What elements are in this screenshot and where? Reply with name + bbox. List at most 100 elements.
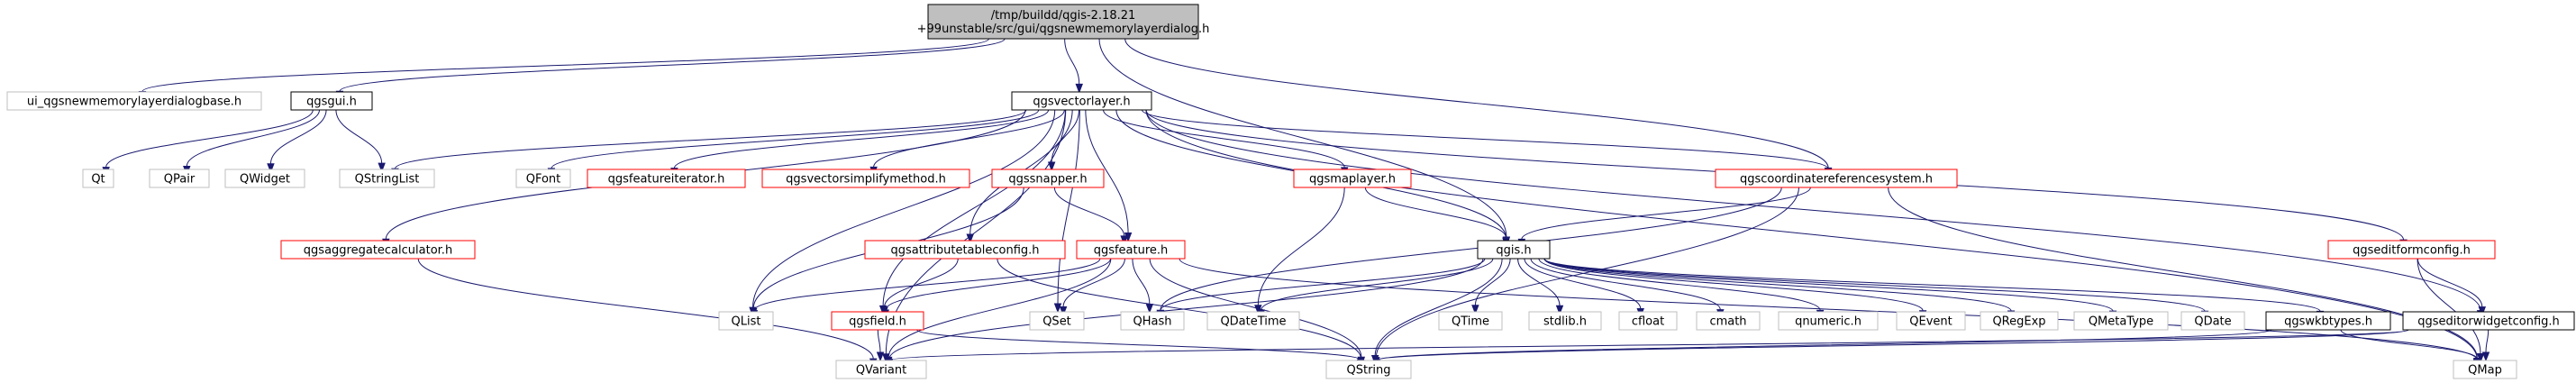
- node-label: QDateTime: [1220, 315, 1286, 329]
- node-label: qgseditorwidgetconfig.h: [2417, 315, 2560, 329]
- edge-arrowhead: [876, 351, 885, 362]
- edge-line: [1057, 109, 1080, 305]
- edge-qgseditform-to-qmap: [2417, 258, 2485, 363]
- node-qgsmaplayer[interactable]: qgsmaplayer.h: [1293, 169, 1412, 188]
- node-qmetatype: QMetaType: [2073, 311, 2169, 331]
- edge-qgsgui-to-qwidget: [267, 109, 327, 174]
- node-qdate: QDate: [2180, 311, 2245, 331]
- edge-line: [1103, 109, 1345, 169]
- node-qgis[interactable]: qgis.h: [1477, 240, 1551, 260]
- edge-qgsvectorlayer-to-qgsvectorsimplify: [869, 109, 1065, 177]
- node-label: qgsfeatureiterator.h: [608, 173, 725, 187]
- edge-qgswkbtypes-to-qstring: [1372, 329, 2272, 370]
- edge-line: [1530, 258, 1721, 310]
- edge-arrowhead: [1471, 305, 1479, 315]
- node-qgsfeature[interactable]: qgsfeature.h: [1076, 240, 1186, 260]
- node-box: [2073, 311, 2169, 331]
- node-box: [280, 240, 476, 260]
- node-box: [339, 169, 435, 188]
- edge-line: [1543, 258, 2012, 312]
- edge-qgsmaplayer-to-qgis: [1364, 187, 1510, 248]
- node-qlist: QList: [718, 311, 774, 331]
- edge-qgsgui-to-qt: [102, 109, 314, 177]
- node-label: stdlib.h: [1543, 315, 1587, 329]
- node-qgscrs[interactable]: qgscoordinatereferencesystem.h: [1715, 169, 1958, 188]
- edge-line: [2417, 258, 2483, 307]
- edge-line: [1376, 329, 2272, 361]
- edge-arrowhead: [378, 162, 386, 173]
- node-qgsgui[interactable]: qgsgui.h: [290, 91, 373, 111]
- edge-qgscrs-to-qhash: [1156, 187, 1782, 320]
- node-qgssnapper[interactable]: qgssnapper.h: [991, 169, 1105, 188]
- edge-line: [1124, 38, 1829, 169]
- node-box: [6, 91, 262, 111]
- node-box: [718, 311, 774, 331]
- node-qt: Qt: [82, 169, 114, 188]
- node-label: Qt: [91, 173, 105, 187]
- node-label: QSet: [1042, 315, 1071, 329]
- edge-qgsgui-to-qpair: [183, 109, 320, 176]
- node-box: [835, 360, 927, 379]
- edge-line: [105, 109, 314, 168]
- edge-line: [1085, 109, 1129, 233]
- node-qfont: QFont: [515, 169, 571, 188]
- node-label: QList: [732, 315, 761, 329]
- node-qgsfield[interactable]: qgsfield.h: [831, 311, 924, 331]
- node-box: [1206, 311, 1300, 331]
- node-qgseditform[interactable]: qgseditformconfig.h: [2327, 240, 2496, 260]
- node-label: qgis.h: [1496, 244, 1531, 258]
- node-box: [1980, 311, 2059, 331]
- edge-line: [1543, 258, 2321, 312]
- node-qgsaggregate[interactable]: qgsaggregatecalculator.h: [280, 240, 476, 260]
- node-ui_base: ui_qgsnewmemorylayerdialogbase.h: [6, 91, 262, 111]
- edge-arrowhead: [966, 233, 974, 244]
- node-qvariant: QVariant: [835, 360, 927, 379]
- edge-qgsvectorlayer-to-qgsfield: [878, 109, 1066, 315]
- node-label: QHash: [1133, 315, 1172, 329]
- edge-line: [141, 38, 990, 92]
- edge-qgsvectorlayer-to-qstringlist: [391, 109, 1027, 178]
- edge-arrowhead: [1555, 305, 1564, 315]
- node-qgsvectorsimplify[interactable]: qgsvectorsimplifymethod.h: [761, 169, 970, 188]
- edge-qgsfield-to-qvariant: [876, 329, 885, 362]
- edge-line: [888, 258, 1484, 360]
- edge-line: [1261, 258, 1494, 311]
- node-qstring: QString: [1325, 360, 1412, 379]
- edge-arrowhead: [1370, 355, 1379, 365]
- node-label: qnumeric.h: [1795, 315, 1861, 329]
- edge-line: [1364, 187, 1507, 239]
- node-qgseditorwidget[interactable]: qgseditorwidgetconfig.h: [2402, 311, 2575, 331]
- node-box: [149, 169, 210, 188]
- node-label: QMetaType: [2089, 315, 2153, 329]
- edge-line: [916, 329, 1361, 360]
- edge-line: [1053, 187, 1125, 236]
- edge-qgseditorwidget-to-qstring: [1372, 329, 2409, 370]
- edge-line: [1521, 187, 1811, 240]
- node-label: QRegExp: [1992, 315, 2045, 329]
- edge-line: [1145, 109, 2478, 360]
- edge-root-to-qgsgui: [335, 38, 1006, 101]
- node-root[interactable]: /tmp/buildd/qgis-2.18.21+99unstable/src/…: [917, 4, 1210, 40]
- node-qgsfeatureiterator[interactable]: qgsfeatureiterator.h: [587, 169, 746, 188]
- node-qevent: QEvent: [1896, 311, 1966, 331]
- edge-qgsfeature-to-qlist: [750, 258, 1101, 321]
- edge-qgsfeature-to-qgsfield: [881, 258, 1112, 320]
- edge-qgsvectorlayer-to-qlist: [749, 109, 1056, 317]
- edge-line: [873, 109, 1065, 168]
- node-qgsvectorlayer[interactable]: qgsvectorlayer.h: [1011, 91, 1152, 111]
- node-qgswkbtypes[interactable]: qgswkbtypes.h: [2265, 311, 2391, 331]
- node-box: [1293, 169, 1412, 188]
- edge-arrowhead: [1075, 83, 1083, 94]
- node-label: +99unstable/src/gui/qgsnewmemorylayerdia…: [917, 23, 1210, 36]
- edge-line: [1524, 258, 1642, 309]
- edge-line: [1062, 258, 1125, 307]
- node-label: QVariant: [856, 364, 906, 378]
- node-label: QWidget: [240, 173, 290, 187]
- node-cmath: cmath: [1696, 311, 1761, 331]
- node-qnumeric: qnumeric.h: [1778, 311, 1879, 331]
- node-qgsattrtable[interactable]: qgsattributetableconfig.h: [864, 240, 1066, 260]
- node-box: [224, 169, 305, 188]
- node-label: cmath: [1709, 315, 1746, 329]
- edge-root-to-qgis: [1098, 38, 1511, 247]
- node-label: qgseditformconfig.h: [2353, 244, 2471, 258]
